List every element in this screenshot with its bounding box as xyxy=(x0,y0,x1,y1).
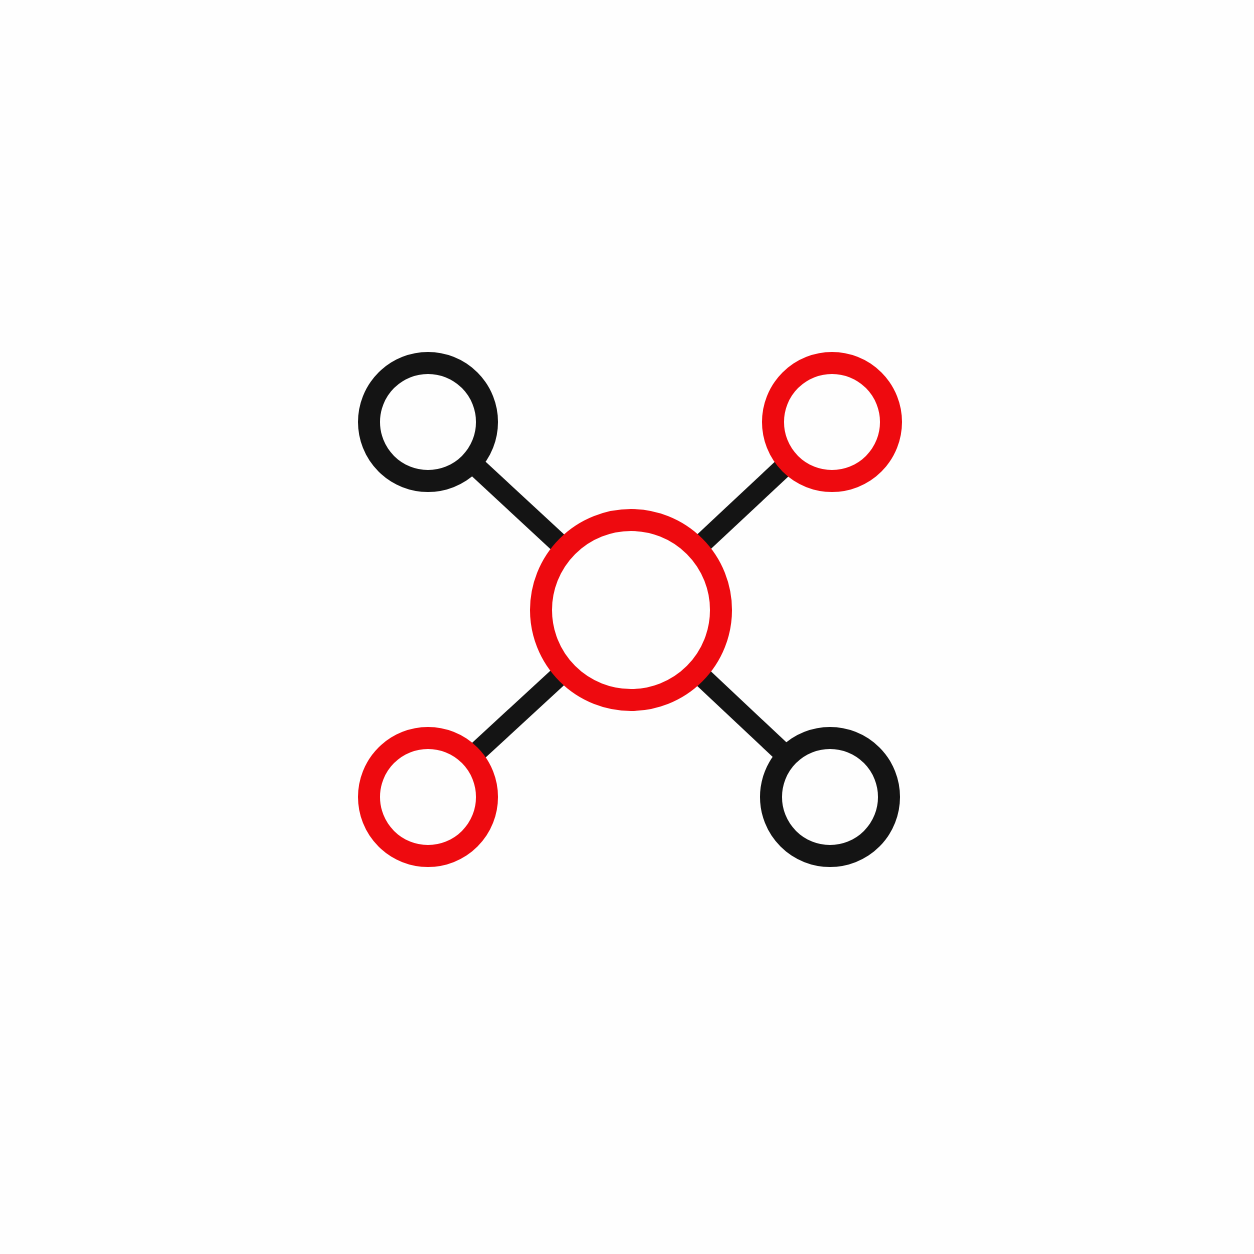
node-top-left xyxy=(358,352,498,492)
node-bottom-left xyxy=(358,727,498,867)
connectors xyxy=(471,460,790,759)
hub-node xyxy=(530,509,732,711)
node-top-right xyxy=(762,352,902,492)
connector-top-left xyxy=(471,460,566,551)
connector-bottom-left xyxy=(471,669,565,759)
node-bottom-right xyxy=(760,727,900,867)
connector-top-right xyxy=(696,461,790,550)
nodes xyxy=(358,352,902,867)
connector-bottom-right xyxy=(696,670,788,758)
